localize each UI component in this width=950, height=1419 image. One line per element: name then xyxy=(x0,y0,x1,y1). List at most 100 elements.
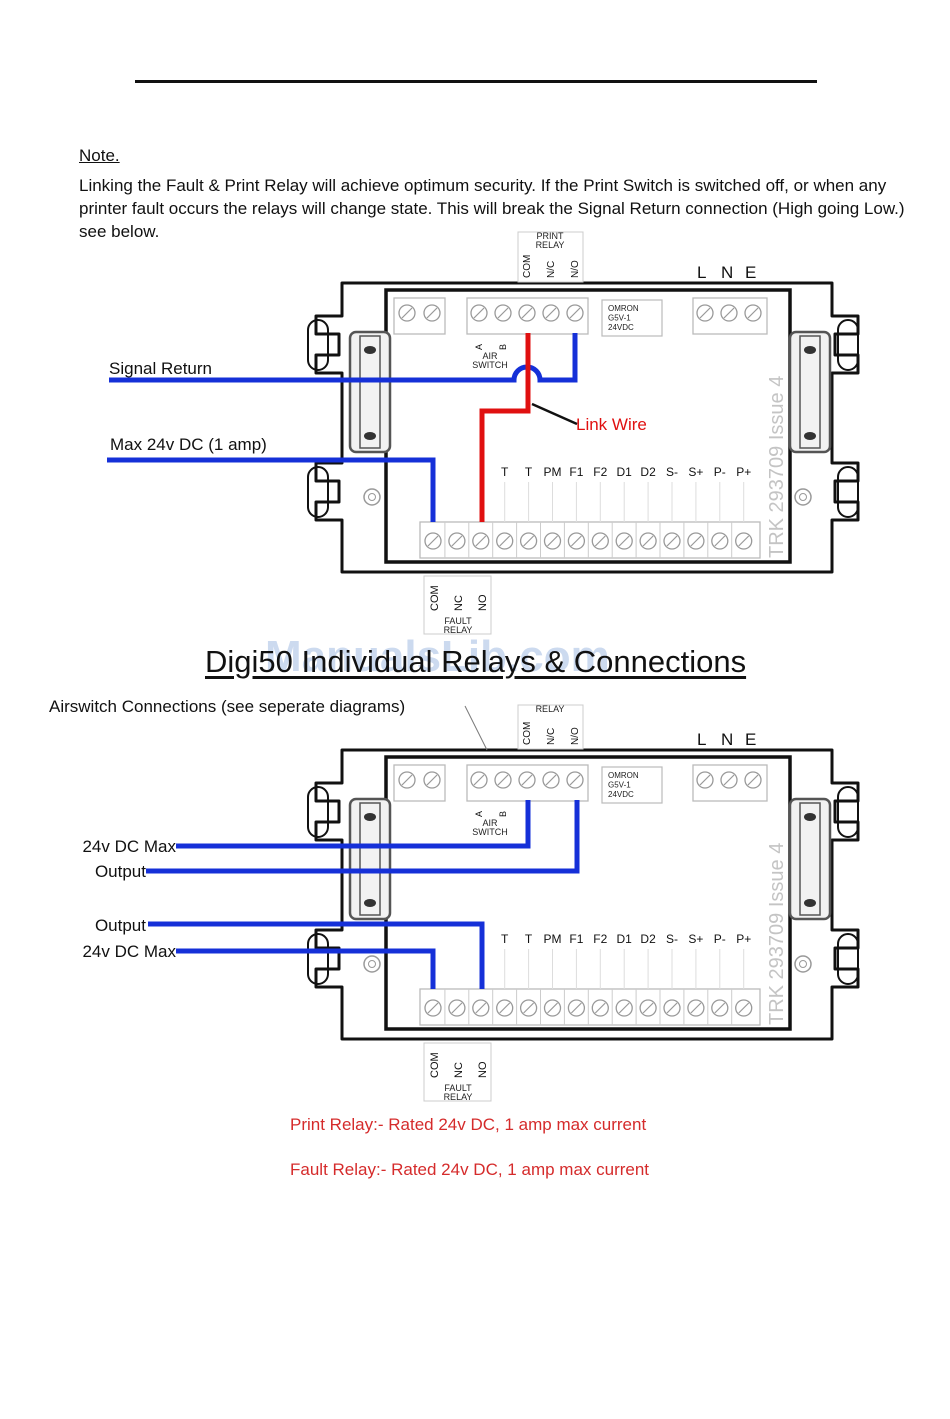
label-24v-max-bottom: 24v DC Max xyxy=(82,942,176,961)
terminal-screw-slot xyxy=(618,535,630,547)
mounting-hole-1 xyxy=(794,955,812,973)
terminal-screw-slot xyxy=(523,535,535,547)
clamp-screw-bottom-1 xyxy=(804,899,816,907)
circuit-board xyxy=(384,755,792,1031)
terminal-screw-slot xyxy=(475,535,487,547)
terminal-screw-slot xyxy=(699,307,711,319)
terminal-label-t: T xyxy=(525,465,533,479)
top-output-wire xyxy=(146,800,580,874)
terminal-screw-slot xyxy=(451,1002,463,1014)
mounting-hole-inner-0 xyxy=(368,960,376,968)
airswitch-note-leader xyxy=(464,705,488,751)
terminal-screw-slot xyxy=(523,1002,535,1014)
ear-slot-1 xyxy=(307,466,329,518)
clamp-screw-bottom-1 xyxy=(804,432,816,440)
terminal-screw-slot xyxy=(570,1002,582,1014)
terminal-block-mains xyxy=(692,764,768,802)
air-switch-label: SWITCH xyxy=(472,360,508,370)
terminal-block-bottom xyxy=(419,521,761,559)
note-title: Note. xyxy=(79,146,120,165)
terminal-block-bottom xyxy=(419,988,761,1026)
terminal-screw-slot xyxy=(642,535,654,547)
ear-slot-2 xyxy=(837,319,859,371)
mounting-plate xyxy=(314,748,860,1041)
relay-chip-text: G5V-1 xyxy=(608,781,631,790)
terminal-label-pminus: P- xyxy=(714,465,726,479)
terminal-label-pminus: P- xyxy=(714,932,726,946)
terminal-screw-slot xyxy=(427,1002,439,1014)
terminal-screw-slot xyxy=(451,535,463,547)
max-24v-wire xyxy=(107,457,436,522)
relay-label: RELAY xyxy=(536,240,565,250)
mounting-hole-0 xyxy=(363,488,381,506)
terminal-block-top-left xyxy=(393,764,446,802)
print-relay-rating: Print Relay:- Rated 24v DC, 1 amp max cu… xyxy=(290,1115,647,1134)
cable-clamp-inner-0 xyxy=(359,335,381,449)
label-output-top: Output xyxy=(95,862,146,881)
relay-chip xyxy=(601,299,663,337)
relay-chip-text: 24VDC xyxy=(608,323,634,332)
terminal-screw-slot xyxy=(618,1002,630,1014)
fault-relay-terminal-com: COM xyxy=(429,1052,441,1078)
ear-slot-3 xyxy=(837,466,859,518)
terminal-screw-slot xyxy=(666,535,678,547)
terminal-screw-slot xyxy=(570,535,582,547)
terminal-block-top-left xyxy=(393,297,446,335)
terminal-screw-slot xyxy=(427,535,439,547)
terminal-label-f1: F1 xyxy=(569,932,583,946)
relay-terminal-com: COM xyxy=(522,255,533,278)
terminal-screw-slot xyxy=(521,307,533,319)
terminal-screw-slot xyxy=(473,774,485,786)
terminal-screw-slot xyxy=(714,1002,726,1014)
mains-terminal-n: N xyxy=(721,730,733,749)
terminal-label-f2: F2 xyxy=(593,932,607,946)
clamp-screw-top-0 xyxy=(364,813,376,821)
fault-relay-label: RELAY xyxy=(444,625,473,635)
terminal-label-pplus: P+ xyxy=(736,465,751,479)
terminal-label-t: T xyxy=(525,932,533,946)
fault-relay-label: FAULT xyxy=(444,1083,472,1093)
terminal-screw-slot xyxy=(738,535,750,547)
bottom-24v-max-wire xyxy=(176,948,436,989)
terminal-screw-slot xyxy=(723,774,735,786)
mains-terminal-e: E xyxy=(745,263,756,282)
terminal-screw-slot xyxy=(426,307,438,319)
terminal-label-pplus: P+ xyxy=(736,932,751,946)
fault-relay-terminal-nc: NC xyxy=(453,1062,465,1078)
fault-relay-terminal-com: COM xyxy=(429,585,441,611)
signal-return-label: Signal Return xyxy=(109,359,212,378)
clamp-screw-top-0 xyxy=(364,346,376,354)
fault-relay-label-box xyxy=(423,1042,492,1102)
relay-label: RELAY xyxy=(536,704,565,714)
terminal-screw-slot xyxy=(521,774,533,786)
terminal-label-d1: D1 xyxy=(617,465,633,479)
cable-clamp-inner-0 xyxy=(359,802,381,916)
terminal-screw-slot xyxy=(475,1002,487,1014)
terminal-screw-slot xyxy=(642,1002,654,1014)
terminal-screw-slot xyxy=(569,774,581,786)
mounting-hole-0 xyxy=(363,955,381,973)
board-part-number: TRK 293709 Issue 4 xyxy=(766,376,788,558)
terminal-label-pm: PM xyxy=(544,932,562,946)
relay-terminal-no: N/O xyxy=(570,260,581,278)
air-switch-terminal-a: A xyxy=(474,811,484,817)
label-24v-max-top: 24v DC Max xyxy=(82,837,176,856)
fault-relay-rating: Fault Relay:- Rated 24v DC, 1 amp max cu… xyxy=(290,1160,650,1179)
clamp-screw-bottom-0 xyxy=(364,432,376,440)
watermark: ManualsLib.com xyxy=(265,632,610,681)
terminal-screw-slot xyxy=(714,535,726,547)
cable-clamp-inner-1 xyxy=(799,335,821,449)
terminal-screw-slot xyxy=(547,1002,558,1014)
air-switch-terminal-a: A xyxy=(474,344,484,350)
terminal-screw-slot xyxy=(401,774,413,786)
terminal-label-t: T xyxy=(501,932,509,946)
terminal-screw-slot xyxy=(473,307,485,319)
mains-terminal-l: L xyxy=(697,730,706,749)
relay-chip-text: G5V-1 xyxy=(608,314,631,323)
ear-slot-1 xyxy=(307,933,329,985)
mains-terminal-n: N xyxy=(721,263,733,282)
